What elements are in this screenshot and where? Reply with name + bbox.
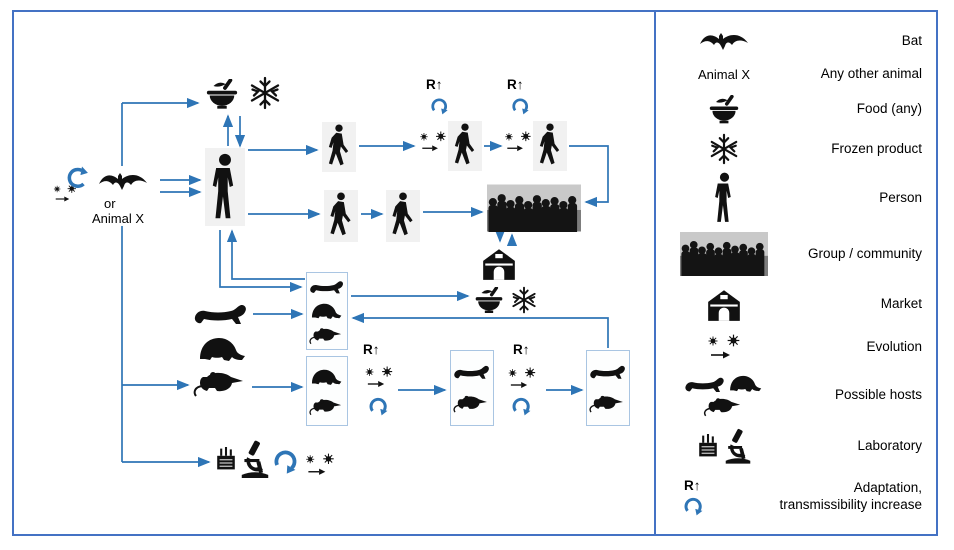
adaptation-icon: R↑ bbox=[672, 478, 776, 516]
legend-panel: Bat Animal X Any other animal Food (any)… bbox=[654, 10, 938, 536]
ferret-icon bbox=[684, 374, 726, 395]
laboratory-icon bbox=[672, 428, 776, 464]
evolution-icon bbox=[304, 452, 336, 478]
adaptation-arrow-icon bbox=[510, 394, 534, 416]
group-community-image bbox=[487, 184, 581, 232]
possible-hosts-box bbox=[586, 350, 630, 426]
food-icon bbox=[205, 78, 239, 110]
legend-item-laboratory: Laboratory bbox=[672, 425, 922, 467]
legend-label: Group / community bbox=[807, 245, 922, 261]
legend-item-evolution: Evolution bbox=[672, 330, 922, 366]
frozen-product-icon bbox=[247, 76, 283, 110]
pangolin-icon bbox=[728, 372, 764, 395]
rat-icon bbox=[192, 369, 250, 399]
adaptation-arrow-icon bbox=[428, 95, 452, 115]
bat-icon bbox=[672, 29, 776, 53]
animal-x-text: Animal X bbox=[672, 67, 776, 82]
legend-item-person: Person bbox=[672, 171, 922, 225]
walking-person-icon bbox=[533, 121, 567, 171]
walking-person-icon bbox=[322, 122, 356, 172]
legend-item-food: Food (any) bbox=[672, 92, 922, 128]
legend-item-market: Market bbox=[672, 283, 922, 327]
person-icon bbox=[672, 172, 776, 224]
pangolin-icon bbox=[310, 365, 344, 389]
legend-label: Frozen product bbox=[831, 140, 922, 156]
legend-label: Person bbox=[879, 189, 922, 205]
animal-x-text: Animal X bbox=[92, 211, 145, 226]
ferret-icon bbox=[309, 277, 345, 297]
legend-label: Food (any) bbox=[856, 101, 922, 117]
person-icon bbox=[205, 148, 245, 226]
r-increase-label: R↑ bbox=[426, 77, 443, 92]
or-label-text: or bbox=[104, 196, 116, 211]
legend-item-hosts: Possible hosts bbox=[672, 368, 922, 422]
food-icon bbox=[474, 286, 504, 314]
market-icon bbox=[480, 245, 518, 283]
r-label-text: R↑ bbox=[363, 342, 380, 357]
r-label-text: R↑ bbox=[426, 77, 443, 92]
legend-label: Any other animal bbox=[820, 66, 922, 82]
pangolin-icon bbox=[310, 300, 344, 322]
ferret-icon bbox=[453, 361, 491, 383]
laboratory-book-icon bbox=[214, 444, 238, 474]
pangolin-icon bbox=[197, 333, 249, 365]
ferret-icon bbox=[589, 361, 627, 383]
r-label-text: R↑ bbox=[513, 342, 530, 357]
adaptation-arrow-icon bbox=[62, 160, 91, 194]
r-increase-label: R↑ bbox=[513, 342, 530, 357]
possible-hosts-box bbox=[450, 350, 494, 426]
rat-icon bbox=[309, 397, 345, 417]
legend-label: Market bbox=[880, 296, 922, 312]
group-community-image bbox=[672, 232, 776, 276]
evolution-icon bbox=[504, 130, 532, 154]
legend-label: Possible hosts bbox=[834, 386, 922, 402]
r-increase-label: R↑ bbox=[684, 477, 701, 493]
rat-icon bbox=[589, 393, 627, 415]
r-increase-label: R↑ bbox=[507, 77, 524, 92]
adaptation-arrow-icon bbox=[509, 95, 533, 115]
rat-icon bbox=[309, 326, 345, 346]
legend-item-adaptation: R↑ Adaptation, transmissibility increase bbox=[672, 470, 922, 524]
legend-label: Bat bbox=[901, 32, 922, 48]
legend-label: Adaptation, transmissibility increase bbox=[779, 480, 922, 512]
frozen-product-icon bbox=[509, 286, 539, 314]
r-label-text: R↑ bbox=[507, 77, 524, 92]
adaptation-arrow-icon bbox=[682, 494, 706, 516]
legend-item-group: Group / community bbox=[672, 228, 922, 280]
bat-icon bbox=[96, 168, 150, 194]
evolution-icon bbox=[364, 366, 394, 390]
animal-x-label: Animal X bbox=[697, 67, 751, 83]
rat-icon bbox=[453, 393, 491, 415]
laboratory-book-icon bbox=[696, 433, 720, 459]
possible-hosts-box bbox=[306, 356, 348, 426]
legend-item-bat: Bat bbox=[672, 24, 922, 58]
rat-icon bbox=[702, 396, 746, 418]
possible-hosts-box bbox=[306, 272, 348, 350]
animal-x-label: Animal X bbox=[92, 211, 144, 226]
microscope-icon bbox=[240, 438, 270, 480]
ferret-icon bbox=[192, 300, 250, 328]
food-icon bbox=[672, 95, 776, 125]
frozen-product-icon bbox=[672, 133, 776, 165]
walking-person-icon bbox=[448, 121, 482, 171]
evolution-icon bbox=[507, 367, 537, 391]
evolution-icon bbox=[672, 334, 776, 362]
possible-hosts-icon bbox=[672, 372, 776, 418]
adaptation-arrow-icon bbox=[367, 394, 391, 416]
market-icon bbox=[672, 287, 776, 323]
or-label: or bbox=[104, 196, 116, 211]
r-increase-label: R↑ bbox=[363, 342, 380, 357]
legend-item-frozen: Frozen product bbox=[672, 130, 922, 168]
legend-item-animal-x: Animal X Any other animal bbox=[672, 61, 922, 89]
walking-person-icon bbox=[324, 190, 358, 242]
evolution-icon bbox=[419, 130, 447, 154]
walking-person-icon bbox=[386, 190, 420, 242]
legend-label: Evolution bbox=[866, 339, 922, 355]
microscope-icon bbox=[724, 428, 752, 464]
legend-label: Laboratory bbox=[857, 437, 922, 453]
